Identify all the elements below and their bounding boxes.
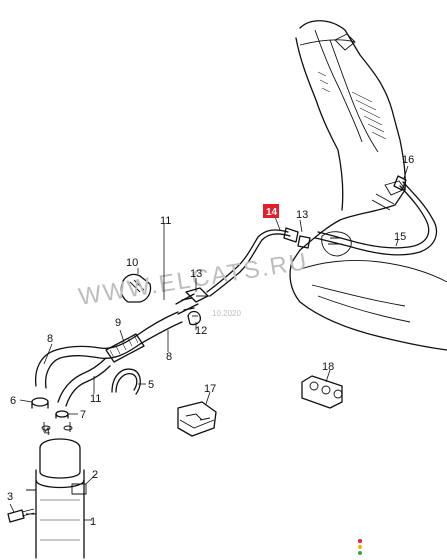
callout-1[interactable]: 1 <box>90 516 96 528</box>
callout-5[interactable]: 5 <box>148 379 154 391</box>
leader-lines <box>9 165 409 521</box>
callout-10[interactable]: 10 <box>126 257 138 269</box>
highlighted-callout-14[interactable]: 14 <box>263 204 279 218</box>
clamp-6 <box>31 397 49 409</box>
callout-6[interactable]: 6 <box>10 395 16 407</box>
clip-5 <box>111 368 141 395</box>
callout-8[interactable]: 8 <box>166 351 172 363</box>
callout-highlight-box <box>263 204 279 218</box>
callout-8[interactable]: 8 <box>47 333 53 345</box>
callout-17[interactable]: 17 <box>204 383 216 395</box>
holder-18 <box>301 375 343 409</box>
bracket-17 <box>177 401 217 437</box>
callout-11[interactable]: 11 <box>90 393 101 405</box>
hose-assembly <box>34 293 199 407</box>
fuel-tank <box>289 20 447 351</box>
callout-12[interactable]: 12 <box>195 325 207 337</box>
callout-14-label[interactable]: 14 <box>266 207 278 218</box>
callout-13[interactable]: 13 <box>190 268 202 280</box>
callout-13[interactable]: 13 <box>296 209 308 221</box>
carbon-canister <box>26 422 87 559</box>
vent-line <box>206 175 438 297</box>
callout-3[interactable]: 3 <box>7 491 13 503</box>
callout-16[interactable]: 16 <box>402 154 414 166</box>
clip-10 <box>120 273 152 303</box>
clip-13-left <box>185 287 210 303</box>
callout-15[interactable]: 15 <box>394 231 406 243</box>
status-dot-yellow <box>358 545 362 549</box>
watermark-date: 10.2020 <box>212 309 241 318</box>
status-dot-red <box>358 539 362 543</box>
callout-18[interactable]: 18 <box>322 361 334 373</box>
callout-9[interactable]: 9 <box>115 317 121 329</box>
callout-7[interactable]: 7 <box>80 409 86 421</box>
bolt-3 <box>7 508 35 523</box>
callout-4[interactable]: 4 <box>44 426 50 438</box>
status-dot-green <box>358 551 362 555</box>
clamp-12 <box>187 310 202 326</box>
callout-2[interactable]: 2 <box>92 469 98 481</box>
callout-11[interactable]: 11 <box>160 215 171 227</box>
